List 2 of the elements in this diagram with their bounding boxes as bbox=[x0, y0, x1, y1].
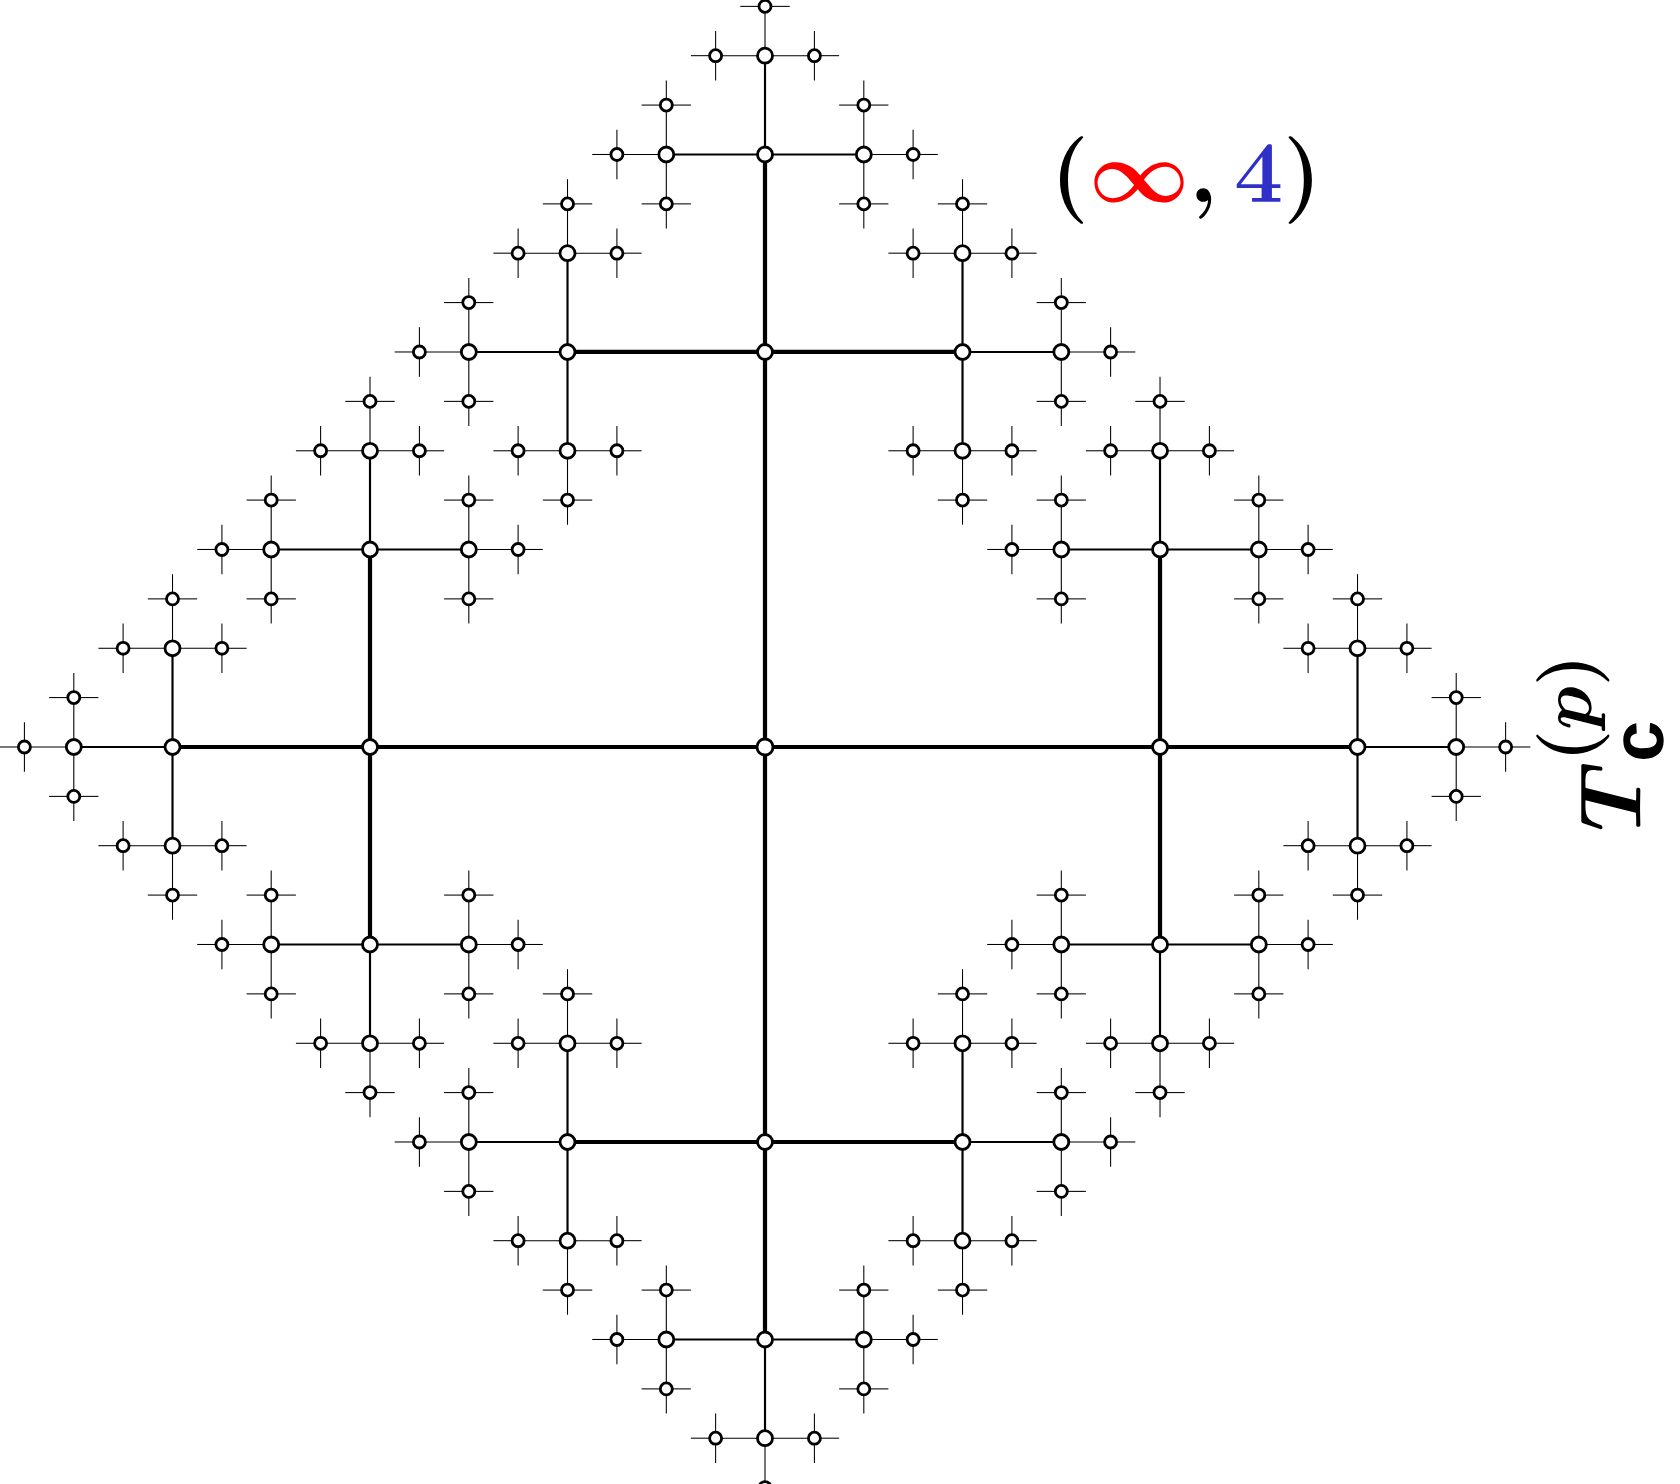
math-label: $\boldsymbol{T}_{\mathrm{c}}^{(\boldsymbol{p})}$ bbox=[1536, 662, 1664, 830]
math-label: $(\textcolor[HTML]{FF0000}{\infty},\textcolor[HTML]{3030C8}{4})$ bbox=[1059, 136, 1312, 224]
